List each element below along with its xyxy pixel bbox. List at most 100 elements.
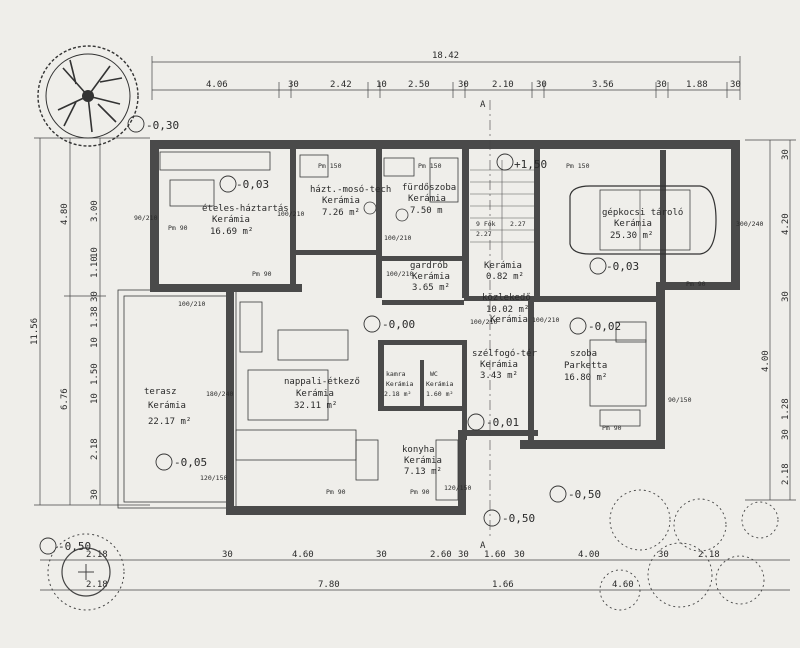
svg-text:3.65 m²: 3.65 m² bbox=[412, 283, 450, 293]
room-pantry: kamra Kerámia 2.18 m² bbox=[384, 370, 413, 398]
level-mark-8: -0,50 bbox=[502, 512, 535, 525]
dim-bottom2-1: 7.80 bbox=[318, 580, 340, 590]
room-terrace: terasz Kerámia 22.17 m² bbox=[144, 387, 191, 427]
dim-left-inner-4: 30 bbox=[90, 291, 100, 302]
tree-icon bbox=[37, 45, 139, 147]
svg-text:300/240: 300/240 bbox=[736, 220, 763, 228]
dim-right-5: 2.18 bbox=[781, 463, 791, 485]
dim-bottom2-0: 2.18 bbox=[86, 580, 108, 590]
room-wc: WC Kerámia 1.60 m² bbox=[426, 370, 453, 398]
dim-bottom1-7: 30 bbox=[514, 550, 525, 560]
svg-text:Kerámia: Kerámia bbox=[212, 215, 250, 225]
shrub-icon bbox=[47, 533, 125, 611]
dim-top-6: 2.10 bbox=[492, 80, 514, 90]
svg-text:házt.-mosó-tech: házt.-mosó-tech bbox=[310, 184, 391, 195]
room-bathroom: fürdőszoba Kerámia 7.50 m bbox=[402, 183, 456, 216]
svg-text:100/210: 100/210 bbox=[532, 316, 559, 324]
dim-top-9: 30 bbox=[656, 80, 667, 90]
svg-text:Pm 90: Pm 90 bbox=[686, 280, 706, 288]
svg-text:100/210: 100/210 bbox=[470, 318, 497, 326]
svg-text:Kerámia: Kerámia bbox=[490, 315, 528, 325]
svg-text:16.69 m²: 16.69 m² bbox=[210, 227, 253, 237]
svg-text:7.13 m²: 7.13 m² bbox=[404, 467, 442, 477]
svg-text:szoba: szoba bbox=[570, 349, 597, 359]
dim-right-0: 30 bbox=[781, 149, 791, 160]
right-dimension-lines: 30 4.20 30 1.28 30 2.18 4.00 bbox=[745, 139, 796, 501]
svg-text:Kerámia: Kerámia bbox=[386, 380, 413, 388]
dim-bottom1-1: 30 bbox=[222, 550, 233, 560]
dim-left-inner-1: 3.00 bbox=[90, 200, 100, 222]
dim-bottom1-10: 2.18 bbox=[698, 550, 720, 560]
dim-bottom1-5: 30 bbox=[458, 550, 469, 560]
room-wardrobe: gardrób Kerámia 3.65 m² bbox=[410, 260, 450, 293]
furniture bbox=[159, 151, 647, 501]
svg-text:100/210: 100/210 bbox=[384, 234, 411, 242]
svg-text:90/210: 90/210 bbox=[134, 214, 158, 222]
dim-top-5: 30 bbox=[458, 80, 469, 90]
bottom-dimension-lines: 2.18 30 4.60 30 2.60 30 1.60 30 4.00 30 … bbox=[40, 550, 790, 591]
left-dimension-lines: 11.56 4.80 6.76 3.00 10 1.10 30 1.38 10 … bbox=[30, 137, 150, 506]
level-mark-2: +1,50 bbox=[514, 158, 547, 171]
dim-bottom2-2: 1.66 bbox=[492, 580, 514, 590]
svg-text:32.11 m²: 32.11 m² bbox=[294, 401, 337, 411]
svg-text:0.82 m²: 0.82 m² bbox=[486, 272, 524, 282]
section-mark-bottom: A bbox=[480, 541, 486, 551]
dim-bottom1-2: 4.60 bbox=[292, 550, 314, 560]
dim-bottom1-0: 2.18 bbox=[86, 550, 108, 560]
svg-text:gépkocsi tároló: gépkocsi tároló bbox=[602, 207, 683, 218]
room-corridor: közlekedő 10.02 m² Kerámia bbox=[482, 293, 531, 325]
svg-text:100/210: 100/210 bbox=[178, 300, 205, 308]
svg-text:Kerámia: Kerámia bbox=[614, 219, 652, 229]
dim-top-11: 30 bbox=[730, 80, 741, 90]
svg-text:közlekedő: közlekedő bbox=[482, 293, 531, 303]
dim-left-inner-7: 1.50 bbox=[90, 363, 100, 385]
room-vestibule: szélfogó-tér Kerámia 3.43 m² bbox=[472, 348, 538, 381]
dim-left-inner-9: 2.18 bbox=[90, 438, 100, 460]
dim-top-7: 30 bbox=[536, 80, 547, 90]
dim-left-inner-3: 1.10 bbox=[90, 256, 100, 278]
section-line: A A bbox=[480, 100, 491, 551]
svg-text:Pm 150: Pm 150 bbox=[418, 162, 442, 170]
room-stair-info: 9 Fok 2.27 2.27 bbox=[476, 220, 526, 238]
svg-text:Pm 150: Pm 150 bbox=[318, 162, 342, 170]
dim-bottom1-4: 2.60 bbox=[430, 550, 452, 560]
svg-text:Pm 150: Pm 150 bbox=[566, 162, 590, 170]
level-mark-4: -0,00 bbox=[382, 318, 415, 331]
dim-right-4: 30 bbox=[781, 429, 791, 440]
svg-text:Kerámia: Kerámia bbox=[412, 272, 450, 282]
svg-text:gardrób: gardrób bbox=[410, 260, 448, 271]
staircase bbox=[470, 160, 534, 260]
svg-text:szélfogó-tér: szélfogó-tér bbox=[472, 348, 538, 359]
room-kitchen-dining-utility: ételes-háztartás Kerámia 16.69 m² bbox=[202, 203, 289, 237]
svg-text:WC: WC bbox=[430, 370, 438, 378]
svg-text:10.02 m²: 10.02 m² bbox=[486, 305, 529, 315]
svg-text:90/150: 90/150 bbox=[668, 396, 692, 404]
level-mark-10: -0,50 bbox=[58, 540, 91, 553]
svg-text:terasz: terasz bbox=[144, 387, 177, 397]
svg-text:Pm 90: Pm 90 bbox=[410, 488, 430, 496]
level-mark-0: -0,30 bbox=[146, 119, 179, 132]
svg-text:22.17 m²: 22.17 m² bbox=[148, 417, 191, 427]
dim-bottom1-9: 30 bbox=[658, 550, 669, 560]
dim-right-2: 30 bbox=[781, 291, 791, 302]
svg-text:Parketta: Parketta bbox=[564, 361, 607, 371]
room-living-dining: nappali-étkező Kerámia 32.11 m² bbox=[284, 376, 360, 411]
svg-text:nappali-étkező: nappali-étkező bbox=[284, 376, 360, 387]
dim-bottom1-8: 4.00 bbox=[578, 550, 600, 560]
svg-text:Pm 90: Pm 90 bbox=[252, 270, 272, 278]
interior-walls bbox=[290, 148, 666, 440]
svg-text:Kerámia: Kerámia bbox=[148, 401, 186, 411]
dim-top-10: 1.88 bbox=[686, 80, 708, 90]
svg-text:16.80 m²: 16.80 m² bbox=[564, 373, 607, 383]
section-mark-top: A bbox=[480, 100, 486, 110]
svg-text:Kerámia: Kerámia bbox=[484, 261, 522, 271]
room-garage: gépkocsi tároló Kerámia 25.30 m² bbox=[602, 207, 683, 241]
svg-text:Kerámia: Kerámia bbox=[404, 456, 442, 466]
dim-bottom2-3: 4.60 bbox=[612, 580, 634, 590]
dim-bottom1-3: 30 bbox=[376, 550, 387, 560]
svg-text:7.26 m²: 7.26 m² bbox=[322, 208, 360, 218]
svg-text:fürdőszoba: fürdőszoba bbox=[402, 183, 456, 193]
level-mark-5: -0,02 bbox=[588, 320, 621, 333]
